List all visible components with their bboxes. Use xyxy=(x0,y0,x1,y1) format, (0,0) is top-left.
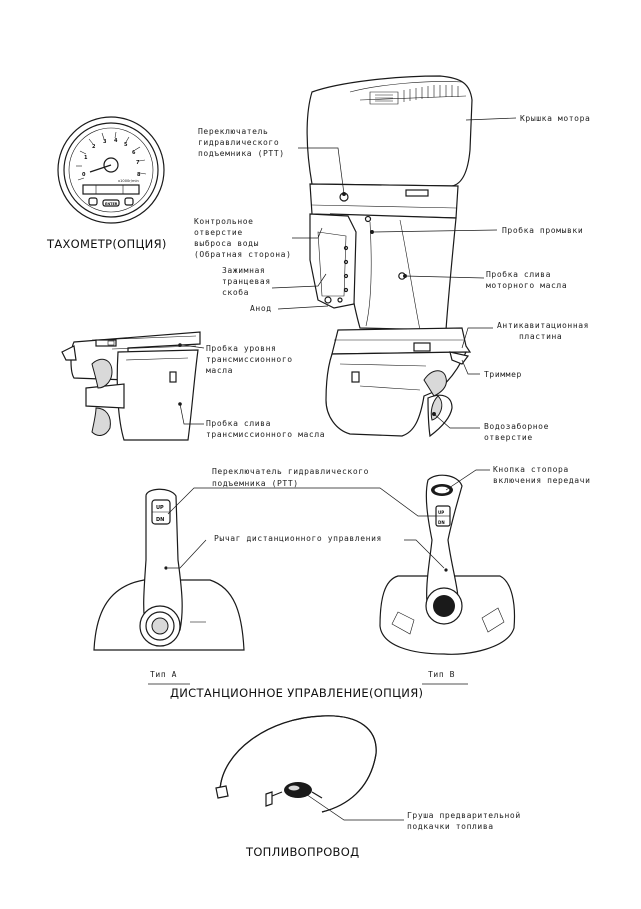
label-type-b: Тип B xyxy=(428,670,455,679)
tachometer-left-button[interactable] xyxy=(88,197,98,206)
label-neutral-lock: Кнопка стопора xyxy=(493,465,569,474)
label-gear-oil-level: трансмиссионного xyxy=(206,355,293,364)
label-remote-ptt: Переключатель гидравлического xyxy=(212,467,369,476)
tachometer-scale: x1000r/min xyxy=(118,179,139,183)
label-primer-bulb: подкачки топлива xyxy=(407,822,494,831)
label-trim-tab: Триммер xyxy=(484,370,522,379)
label-ptt-switch: гидравлического xyxy=(198,138,279,147)
tachometer-ticks xyxy=(76,131,147,181)
gearcase-side-view xyxy=(61,331,201,441)
label-engine-oil-drain: моторного масла xyxy=(486,281,567,290)
tachometer-right-button[interactable] xyxy=(124,197,134,206)
label-type-a: Тип A xyxy=(150,670,177,679)
switch-up-a: UP xyxy=(156,505,164,511)
label-neutral-lock: включения передачи xyxy=(493,476,591,485)
label-water-intake: отверстие xyxy=(484,433,533,442)
label-clamp-bracket: Зажимная xyxy=(222,266,265,275)
label-anode: Анод xyxy=(250,304,272,313)
label-anticavitation-plate: Антикавитационная xyxy=(497,321,589,330)
tachometer-number: 1 xyxy=(84,155,88,161)
label-check-hole: выброса воды xyxy=(194,238,259,248)
label-primer-bulb: Груша предварительной xyxy=(407,811,521,820)
remote-leaders xyxy=(148,469,490,685)
label-anticavitation-plate: пластина xyxy=(519,332,562,341)
label-gear-oil-drain: Пробка слива xyxy=(206,418,271,428)
tachometer: 0 1 2 3 4 5 6 7 8 x1000r/min ENTER xyxy=(57,116,165,224)
tachometer-number: 8 xyxy=(137,172,141,178)
label-ptt-switch: Переключатель xyxy=(198,127,268,136)
label-gear-oil-level: масла xyxy=(206,366,233,375)
tachometer-enter-label: ENTER xyxy=(105,202,118,206)
tachometer-number: 5 xyxy=(124,142,128,148)
label-water-intake: Водозаборное xyxy=(484,421,549,431)
label-check-hole: (Обратная сторона) xyxy=(194,249,292,259)
tachometer-number: 2 xyxy=(92,144,96,150)
switch-dn-b: DN xyxy=(438,520,445,525)
fuel-leader xyxy=(299,789,404,821)
outboard-engine xyxy=(306,75,473,438)
label-clamp-bracket: скоба xyxy=(222,287,249,297)
label-check-hole: отверстие xyxy=(194,228,243,237)
fuel-line xyxy=(215,715,377,813)
label-remote-ptt: подъемника (PTT) xyxy=(212,479,299,488)
label-remote-lever: Рычаг дистанционного управления xyxy=(214,534,382,543)
remote-control-type-b: UP DN xyxy=(379,474,516,655)
engine-leaders xyxy=(271,117,517,429)
label-check-hole: Контрольное xyxy=(194,217,254,226)
remote-control-type-a: UP DN xyxy=(93,488,245,651)
label-gear-oil-level: Пробка уровня xyxy=(206,343,276,353)
switch-up-b: UP xyxy=(438,510,444,515)
tachometer-enter-button[interactable] xyxy=(102,199,120,207)
label-clamp-bracket: транцевая xyxy=(222,277,271,286)
cowling-vent xyxy=(369,85,459,105)
tachometer-number: 0 xyxy=(82,172,86,178)
switch-dn-a: DN xyxy=(156,517,164,523)
label-gear-oil-drain: трансмиссионного масла xyxy=(206,430,325,439)
tachometer-number: 7 xyxy=(136,160,140,166)
tachometer-number: 4 xyxy=(114,138,118,144)
label-flush-plug: Пробка промывки xyxy=(502,225,583,235)
fuel-caption: ТОПЛИВОПРОВОД xyxy=(245,845,359,859)
tachometer-number: 3 xyxy=(103,139,107,145)
remote-caption: ДИСТАНЦИОННОЕ УПРАВЛЕНИЕ(ОПЦИЯ) xyxy=(170,686,423,700)
label-engine-cover: Крышка мотора xyxy=(520,114,590,123)
tachometer-number: 6 xyxy=(132,150,136,156)
tachometer-caption: ТАХОМЕТР(ОПЦИЯ) xyxy=(46,237,167,251)
gearcase-leaders xyxy=(179,344,205,425)
label-ptt-switch: подъемника (PTT) xyxy=(198,149,285,158)
label-engine-oil-drain: Пробка слива xyxy=(486,269,551,279)
